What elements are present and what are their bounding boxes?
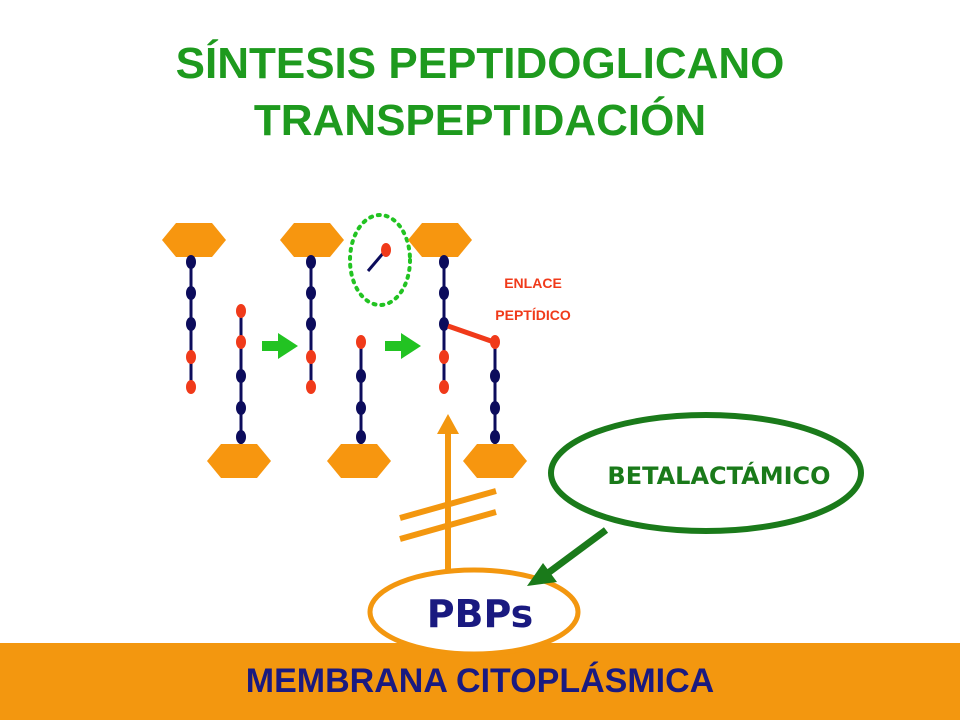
- inhibition-arrow: [527, 527, 609, 586]
- amino-acid-red: [186, 380, 196, 394]
- sugar-hexagon: [280, 223, 344, 257]
- amino-acid-dark: [186, 255, 196, 269]
- amino-acid-dark: [439, 317, 449, 331]
- bottom-strand-1: [207, 304, 271, 478]
- betalactam-ellipse: [548, 412, 864, 534]
- amino-acid-dark: [356, 430, 366, 444]
- block-bar-upper: [399, 488, 497, 521]
- amino-acid-dark: [490, 430, 500, 444]
- amino-acid-dark: [236, 369, 246, 383]
- top-strand-3: [408, 223, 472, 394]
- amino-acid-dark: [356, 401, 366, 415]
- amino-acid-dark: [186, 317, 196, 331]
- released-alanine: [348, 213, 412, 307]
- membrane-label: MEMBRANA CITOPLÁSMICA: [245, 662, 715, 700]
- block-bar-lower: [399, 509, 497, 542]
- amino-acid-dark: [306, 317, 316, 331]
- amino-acid-red: [306, 380, 316, 394]
- step-arrow-2: [385, 333, 421, 359]
- bottom-strand-3: [463, 335, 527, 478]
- step-arrow-1: [262, 333, 298, 359]
- amino-acid-red: [306, 350, 316, 364]
- peptide-bond-link: [447, 323, 492, 344]
- stage-3-crosslinked: [408, 223, 527, 478]
- amino-acid-red: [186, 350, 196, 364]
- top-strand-2: [280, 223, 344, 394]
- betalactam-label: BETALACTÁMICO: [607, 461, 830, 490]
- amino-acid-dark: [439, 286, 449, 300]
- amino-acid-dark: [186, 286, 196, 300]
- released-circle-dotted: [348, 213, 412, 307]
- blocked-arrow: [399, 414, 497, 588]
- sugar-hexagon: [463, 444, 527, 478]
- amino-acid-dark: [236, 401, 246, 415]
- amino-acid-dark: [306, 286, 316, 300]
- amino-acid-dark: [439, 255, 449, 269]
- sugar-hexagon: [327, 444, 391, 478]
- pbps-ellipse: [367, 567, 581, 657]
- page-title-line-1: SÍNTESIS PEPTIDOGLICANO: [175, 39, 785, 88]
- page-title-line-2: TRANSPEPTIDACIÓN: [253, 96, 707, 145]
- amino-acid-red: [439, 350, 449, 364]
- sugar-hexagon: [408, 223, 472, 257]
- amino-acid-dark: [306, 255, 316, 269]
- pbps-label: PBPs: [427, 592, 534, 636]
- amino-acid-red: [439, 380, 449, 394]
- amino-acid-red: [236, 304, 246, 318]
- amino-acid-red: [381, 243, 391, 257]
- stage-2-cleavage: [280, 213, 412, 478]
- amino-acid-red: [490, 335, 500, 349]
- amino-acid-red: [236, 335, 246, 349]
- sugar-hexagon: [207, 444, 271, 478]
- peptide-bond-label-line-2: PEPTÍDICO: [495, 307, 571, 323]
- amino-acid-red: [356, 335, 366, 349]
- amino-acid-dark: [490, 401, 500, 415]
- amino-acid-dark: [490, 369, 500, 383]
- peptide-bond-label-line-1: ENLACE: [504, 275, 562, 291]
- amino-acid-dark: [356, 369, 366, 383]
- top-strand-1: [162, 223, 226, 394]
- bottom-strand-2: [327, 335, 391, 478]
- stage-1-before: [162, 223, 271, 478]
- sugar-hexagon: [162, 223, 226, 257]
- amino-acid-dark: [236, 430, 246, 444]
